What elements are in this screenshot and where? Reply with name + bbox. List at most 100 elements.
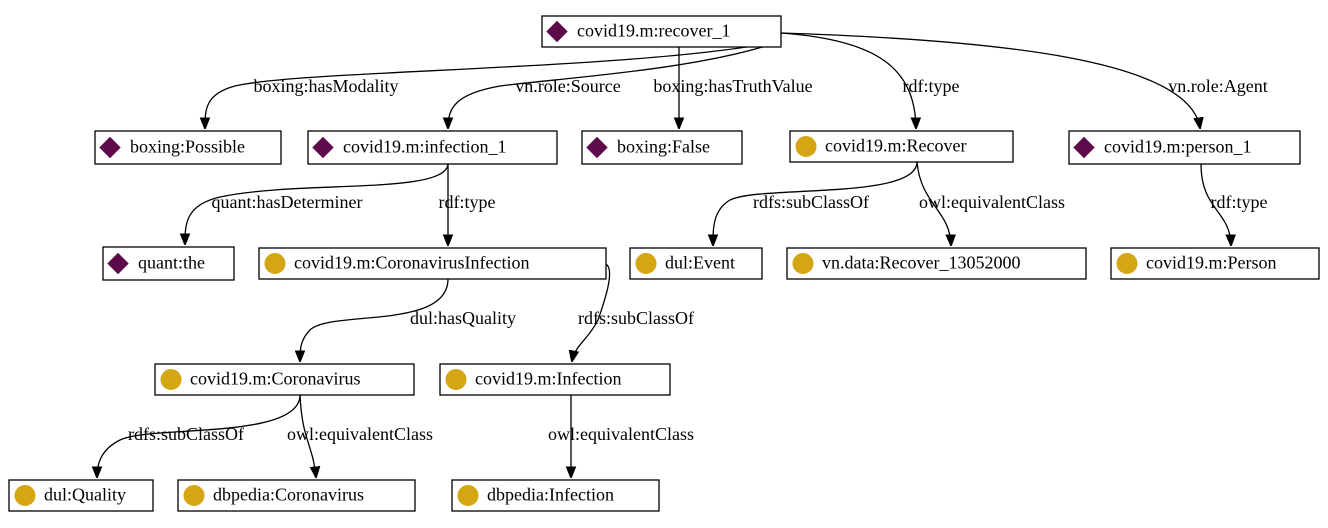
- node-label: covid19.m:Coronavirus: [190, 369, 360, 389]
- purple-diamond-icon: [586, 136, 608, 159]
- node-box: [541, 15, 782, 48]
- nodes-layer: covid19.m:recover_1 boxing:Possible covid1…: [8, 15, 1320, 512]
- node-box: [307, 130, 558, 165]
- gold-circle-icon: [183, 485, 205, 506]
- edge-label-owl-equivalentclass: owl:equivalentClass: [919, 192, 1065, 212]
- edge-recover_1-to-possible: boxing:hasModality: [205, 40, 782, 128]
- gold-circle-icon: [635, 253, 657, 274]
- node-dul-quality[interactable]: dul:Quality: [8, 479, 154, 512]
- edge-recover_cls-to-vn_recover: owl:equivalentClass: [916, 161, 1065, 245]
- node-box: [8, 479, 154, 512]
- edge-label-rdf-type: rdf:type: [439, 192, 496, 212]
- node-label: dul:Quality: [44, 485, 126, 505]
- node-dbpedia-infection[interactable]: dbpedia:Infection: [451, 479, 660, 512]
- node-boxing-possible[interactable]: boxing:Possible: [94, 130, 282, 165]
- node-box: [1110, 247, 1320, 280]
- edge-recover_1-to-person_1: vn.role:Agent: [780, 32, 1268, 128]
- edge-label-rdf-type: rdf:type: [1211, 192, 1268, 212]
- node-label: dul:Event: [665, 253, 735, 273]
- node-covid19-m-person-1[interactable]: covid19.m:person_1: [1068, 130, 1301, 165]
- node-covid19-m-coronavirus[interactable]: covid19.m:Coronavirus: [154, 363, 415, 396]
- node-dbpedia-coronavirus[interactable]: dbpedia:Coronavirus: [177, 479, 416, 512]
- purple-diamond-icon: [546, 20, 568, 43]
- edge-corona_inf-to-infection_cls: rdfs:subClassOf: [572, 263, 694, 361]
- edge-line: [572, 263, 611, 361]
- node-label: covid19.m:person_1: [1104, 137, 1251, 157]
- edge-label-boxing-hastruthvalue: boxing:hasTruthValue: [653, 76, 812, 96]
- gold-circle-icon: [14, 485, 36, 506]
- gold-circle-icon: [264, 253, 286, 274]
- node-box: [154, 363, 415, 396]
- node-label: covid19.m:Recover: [825, 136, 966, 156]
- gold-circle-icon: [1116, 253, 1138, 274]
- node-box: [439, 363, 671, 396]
- node-label: dbpedia:Infection: [487, 485, 614, 505]
- edge-line: [1200, 163, 1231, 245]
- edge-line: [205, 40, 782, 128]
- purple-diamond-icon: [99, 136, 121, 159]
- edge-line: [300, 278, 449, 361]
- node-covid19-m-infection-1[interactable]: covid19.m:infection_1: [307, 130, 558, 165]
- edge-infection_1-to-corona_inf: rdf:type: [439, 164, 496, 245]
- node-boxing-false[interactable]: boxing:False: [581, 130, 743, 165]
- gold-circle-icon: [457, 485, 479, 506]
- node-covid19-m-coronavirusinfection[interactable]: covid19.m:CoronavirusInfection: [258, 247, 607, 280]
- purple-diamond-icon: [107, 252, 129, 275]
- node-label: covid19.m:CoronavirusInfection: [294, 253, 529, 273]
- node-label: quant:the: [138, 253, 205, 273]
- edge-label-rdfs-subclassof: rdfs:subClassOf: [128, 424, 244, 444]
- node-dul-event[interactable]: dul:Event: [629, 247, 763, 280]
- node-box: [789, 130, 1014, 163]
- edge-recover_1-to-infection_1: vn.role:Source: [448, 40, 782, 128]
- edge-infection_1-to-quant_the: quant:hasDeterminer: [185, 163, 449, 244]
- purple-diamond-icon: [312, 136, 334, 159]
- edge-label-vn-role-source: vn.role:Source: [515, 76, 620, 96]
- edge-line: [299, 394, 316, 477]
- node-label: boxing:False: [617, 137, 710, 157]
- edge-label-vn-role-agent: vn.role:Agent: [1168, 76, 1267, 96]
- node-covid19-m-recover-1[interactable]: covid19.m:recover_1: [541, 15, 782, 48]
- node-box: [177, 479, 416, 512]
- node-label: boxing:Possible: [130, 137, 245, 157]
- edge-line: [185, 163, 449, 244]
- edge-line: [448, 40, 782, 128]
- edge-line: [97, 394, 301, 477]
- gold-circle-icon: [160, 369, 182, 390]
- edge-recover_1-to-false: boxing:hasTruthValue: [653, 47, 813, 128]
- edge-label-owl-equivalentclass: owl:equivalentClass: [287, 424, 433, 444]
- purple-diamond-icon: [1073, 136, 1095, 159]
- node-vn-data-recover-13052000[interactable]: vn.data:Recover_13052000: [786, 247, 1087, 280]
- edge-person_1-to-person_cls: rdf:type: [1200, 163, 1268, 245]
- edge-line: [780, 32, 1200, 128]
- edge-label-rdfs-subclassof: rdfs:subClassOf: [753, 192, 869, 212]
- node-box: [451, 479, 660, 512]
- node-label: vn.data:Recover_13052000: [822, 253, 1020, 273]
- node-box: [1068, 130, 1301, 165]
- node-label: covid19.m:Person: [1146, 253, 1277, 273]
- edge-label-rdf-type: rdf:type: [903, 76, 960, 96]
- edge-recover_1-to-recover_cls: rdf:type: [780, 32, 960, 128]
- edge-line: [713, 161, 918, 245]
- gold-circle-icon: [795, 136, 817, 157]
- node-box: [94, 130, 282, 165]
- node-label: covid19.m:infection_1: [343, 137, 506, 157]
- gold-circle-icon: [792, 253, 814, 274]
- edge-recover_cls-to-dul_event: rdfs:subClassOf: [713, 161, 918, 245]
- edge-corona_inf-to-coronavirus: dul:hasQuality: [300, 278, 516, 361]
- edge-coronavirus-to-dbp_corona: owl:equivalentClass: [287, 394, 433, 477]
- node-label: covid19.m:Infection: [475, 369, 621, 389]
- edge-infection_cls-to-dbp_infection: owl:equivalentClass: [548, 395, 694, 477]
- edge-coronavirus-to-dul_quality: rdfs:subClassOf: [97, 394, 301, 477]
- node-box: [258, 247, 607, 280]
- node-box: [581, 130, 743, 165]
- edge-line: [916, 161, 951, 245]
- node-label: covid19.m:recover_1: [577, 21, 730, 41]
- node-label: dbpedia:Coronavirus: [213, 485, 364, 505]
- node-covid19-m-infection[interactable]: covid19.m:Infection: [439, 363, 671, 396]
- node-covid19-m-person[interactable]: covid19.m:Person: [1110, 247, 1320, 280]
- node-covid19-m-recover[interactable]: covid19.m:Recover: [789, 130, 1014, 163]
- node-quant-the[interactable]: quant:the: [102, 246, 235, 281]
- edge-label-quant-hasdeterminer: quant:hasDeterminer: [212, 192, 363, 212]
